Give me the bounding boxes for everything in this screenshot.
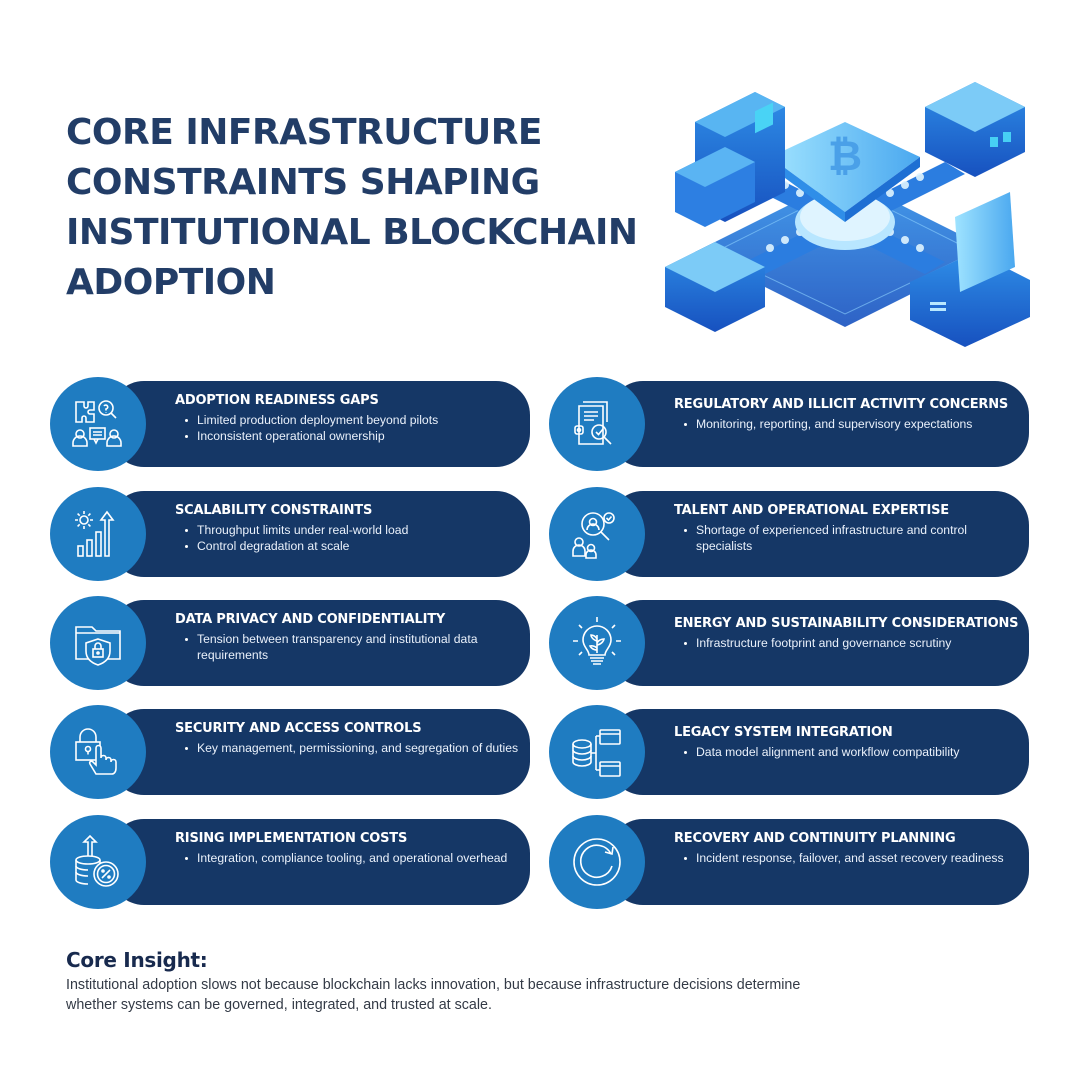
card-bullets: Tension between transparency and institu… (175, 632, 520, 663)
coins-percent-arrow-icon (75, 834, 119, 887)
gear-growth-chart-icon (75, 510, 115, 557)
constraint-card-talent: Talent and Operational Expertise Shortag… (549, 487, 1029, 583)
folder-shield-lock-icon (75, 626, 121, 666)
card-background (110, 709, 530, 795)
icon-circle (50, 705, 146, 799)
blockchain-network-illustration: ₿ (655, 52, 1035, 347)
card-title: Data Privacy and Confidentiality (175, 612, 446, 627)
card-bullets: Key management, permissioning, and segre… (175, 741, 520, 757)
bullet-item: Control degradation at scale (185, 539, 520, 555)
card-background (609, 381, 1029, 467)
card-bullets: Throughput limits under real-world load … (175, 523, 520, 554)
core-insight-heading: Core Insight: (66, 948, 208, 972)
circular-arrow-refresh-icon (573, 838, 621, 886)
card-title: Scalability Constraints (175, 503, 373, 518)
card-background (609, 491, 1029, 577)
card-bullets: Limited production deployment beyond pil… (175, 413, 520, 444)
bullet-item: Limited production deployment beyond pil… (185, 413, 520, 429)
card-bullets: Monitoring, reporting, and supervisory e… (674, 417, 1019, 433)
lightbulb-plant-icon (573, 617, 621, 665)
card-background (110, 600, 530, 686)
bullet-item: Monitoring, reporting, and supervisory e… (684, 417, 1019, 433)
core-insight-text: Institutional adoption slows not because… (66, 977, 801, 1013)
bullet-item: Inconsistent operational ownership (185, 429, 520, 445)
icon-circle (50, 487, 146, 581)
bullet-item: Incident response, failover, and asset r… (684, 851, 1019, 867)
card-background (609, 600, 1029, 686)
isometric-blockchain-network-icon: ₿ (665, 82, 1030, 347)
card-title: Security and Access Controls (175, 721, 422, 736)
card-background (609, 819, 1029, 905)
icon-circle (50, 377, 146, 471)
card-title: Recovery and Continuity Planning (674, 831, 956, 846)
icon-circle (50, 596, 146, 690)
bullet-item: Tension between transparency and institu… (185, 632, 520, 663)
card-title: Regulatory and Illicit Activity Concerns (674, 397, 1009, 412)
core-insight-section: Core Insight: Institutional adoption slo… (66, 948, 826, 1015)
bullet-item: Shortage of experienced infrastructure a… (684, 523, 1019, 554)
card-content: Energy and Sustainability Considerations… (674, 616, 1019, 652)
card-title: Talent and Operational Expertise (674, 503, 949, 518)
talent-search-people-icon (572, 512, 615, 559)
bullet-item: Data model alignment and workflow compat… (684, 745, 1019, 761)
card-title: Adoption Readiness Gaps (175, 393, 379, 408)
icon-circle (549, 596, 645, 690)
card-bullets: Incident response, failover, and asset r… (674, 851, 1019, 867)
database-windows-tree-icon (572, 729, 621, 777)
constraint-card-scalability: Scalability Constraints Throughput limit… (50, 487, 530, 583)
constraint-card-energy: Energy and Sustainability Considerations… (549, 596, 1029, 692)
card-background (609, 709, 1029, 795)
card-content: Adoption Readiness Gaps Limited producti… (175, 393, 520, 444)
icon-circle (549, 487, 645, 581)
card-background (110, 491, 530, 577)
constraint-card-recovery: Recovery and Continuity Planning Inciden… (549, 815, 1029, 911)
constraint-card-implementation-costs: Rising Implementation Costs Integration,… (50, 815, 530, 911)
card-content: Regulatory and Illicit Activity Concerns… (674, 397, 1019, 433)
icon-circle (549, 705, 645, 799)
card-bullets: Shortage of experienced infrastructure a… (674, 523, 1019, 554)
card-content: Talent and Operational Expertise Shortag… (674, 503, 1019, 554)
card-content: Recovery and Continuity Planning Inciden… (674, 831, 1019, 867)
card-content: Scalability Constraints Throughput limit… (175, 503, 520, 554)
bullet-item: Integration, compliance tooling, and ope… (185, 851, 520, 867)
bullet-item: Key management, permissioning, and segre… (185, 741, 520, 757)
card-bullets: Data model alignment and workflow compat… (674, 745, 1019, 761)
card-title: Energy and Sustainability Considerations (674, 616, 1019, 631)
card-content: Legacy System Integration Data model ali… (674, 725, 1019, 761)
icon-circle (549, 815, 645, 909)
compliance-document-search-icon (574, 401, 612, 445)
bullet-item: Infrastructure footprint and governance … (684, 636, 1019, 652)
card-content: Rising Implementation Costs Integration,… (175, 831, 520, 867)
card-title: Rising Implementation Costs (175, 831, 408, 846)
constraint-card-security: Security and Access Controls Key managem… (50, 705, 530, 801)
constraint-card-data-privacy: Data Privacy and Confidentiality Tension… (50, 596, 530, 692)
card-content: Security and Access Controls Key managem… (175, 721, 520, 757)
card-bullets: Infrastructure footprint and governance … (674, 636, 1019, 652)
card-title: Legacy System Integration (674, 725, 893, 740)
lock-hand-pointer-icon (75, 728, 117, 775)
svg-text:₿: ₿ (828, 131, 862, 180)
puzzle-team-search-icon (72, 400, 122, 447)
icon-circle (50, 815, 146, 909)
card-background (110, 819, 530, 905)
card-bullets: Integration, compliance tooling, and ope… (175, 851, 520, 867)
constraint-card-adoption-readiness: Adoption Readiness Gaps Limited producti… (50, 377, 530, 473)
card-content: Data Privacy and Confidentiality Tension… (175, 612, 520, 663)
bullet-item: Throughput limits under real-world load (185, 523, 520, 539)
card-background (110, 381, 530, 467)
page-title: Core Infrastructure Constraints Shaping … (66, 112, 638, 303)
constraint-card-legacy-integration: Legacy System Integration Data model ali… (549, 705, 1029, 801)
constraint-card-regulatory: Regulatory and Illicit Activity Concerns… (549, 377, 1029, 473)
icon-circle (549, 377, 645, 471)
